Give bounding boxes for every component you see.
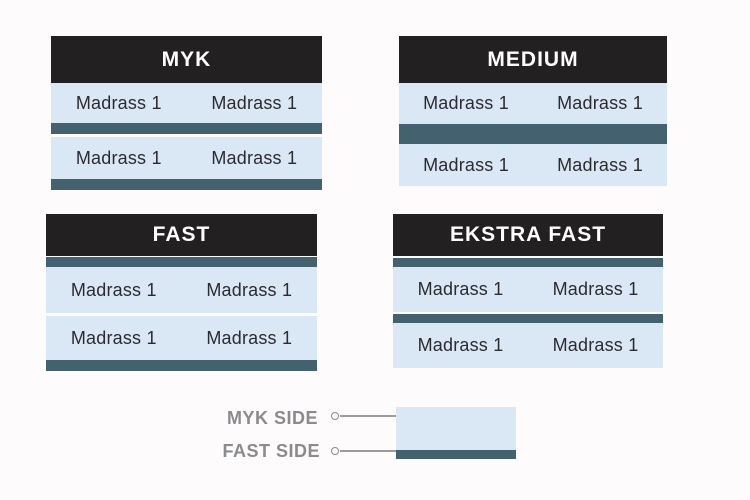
mattress-row: Madrass 1 Madrass 1 [393, 267, 663, 312]
leader-circle [331, 447, 339, 455]
mattress-row: Madrass 1 Madrass 1 [51, 137, 322, 179]
mattress-cell-label: Madrass 1 [75, 92, 162, 113]
mattress-cell-label: Madrass 1 [417, 335, 504, 355]
mattress-row: Madrass 1 Madrass 1 [46, 316, 317, 360]
legend-label-fast-side: FAST SIDE [222, 441, 320, 461]
mattress-cell-label: Madrass 1 [211, 147, 298, 168]
fast-side-sample [396, 450, 516, 459]
panel-fast: FAST Madrass 1 Madrass 1 Madrass 1 Madra… [46, 214, 317, 371]
mattress-cell-label: Madrass 1 [557, 154, 643, 175]
mattress-row: Madrass 1 Madrass 1 [393, 323, 663, 368]
mattress-sample [396, 407, 516, 459]
fast-side-stripe [46, 360, 317, 371]
mattress-cell-label: Madrass 1 [70, 279, 157, 300]
fast-side-stripe-double [399, 124, 667, 144]
panel-myk: MYK Madrass 1 Madrass 1 Madrass 1 Madras… [51, 36, 322, 190]
mattress-cell-label: Madrass 1 [423, 154, 509, 175]
mattress-cell-label: Madrass 1 [206, 279, 293, 300]
leader-line [340, 415, 397, 417]
mattress-row: Madrass 1 Madrass 1 [399, 144, 667, 186]
panel-title: MYK [51, 36, 322, 83]
mattress-cell-label: Madrass 1 [75, 147, 162, 168]
panel-ekstra-fast: EKSTRA FAST Madrass 1 Madrass 1 Madrass … [393, 214, 663, 368]
mattress-cell-label: Madrass 1 [211, 92, 298, 113]
panel-title: MEDIUM [399, 36, 667, 83]
leader-line [340, 450, 397, 452]
myk-side-sample [396, 407, 516, 450]
fast-side-stripe [393, 258, 663, 267]
fast-side-stripe [393, 314, 663, 323]
leader-circle [331, 412, 339, 420]
mattress-cell-label: Madrass 1 [557, 93, 643, 113]
panel-title: EKSTRA FAST [393, 214, 663, 256]
fast-side-stripe [46, 257, 317, 267]
mattress-cell-label: Madrass 1 [206, 327, 293, 348]
mattress-cell-label: Madrass 1 [552, 279, 639, 299]
mattress-cell-label: Madrass 1 [70, 327, 157, 348]
panel-title: FAST [46, 214, 317, 256]
mattress-row: Madrass 1 Madrass 1 [399, 83, 667, 124]
mattress-cell-label: Madrass 1 [552, 335, 639, 355]
legend-label-myk-side: MYK SIDE [226, 408, 318, 428]
fast-side-stripe [51, 179, 322, 190]
mattress-cell-label: Madrass 1 [417, 279, 504, 299]
mattress-row: Madrass 1 Madrass 1 [46, 267, 317, 313]
panel-medium: MEDIUM Madrass 1 Madrass 1 Madrass 1 Mad… [399, 36, 667, 186]
fast-side-stripe [51, 123, 322, 134]
mattress-cell-label: Madrass 1 [423, 93, 509, 113]
mattress-row: Madrass 1 Madrass 1 [51, 83, 322, 123]
